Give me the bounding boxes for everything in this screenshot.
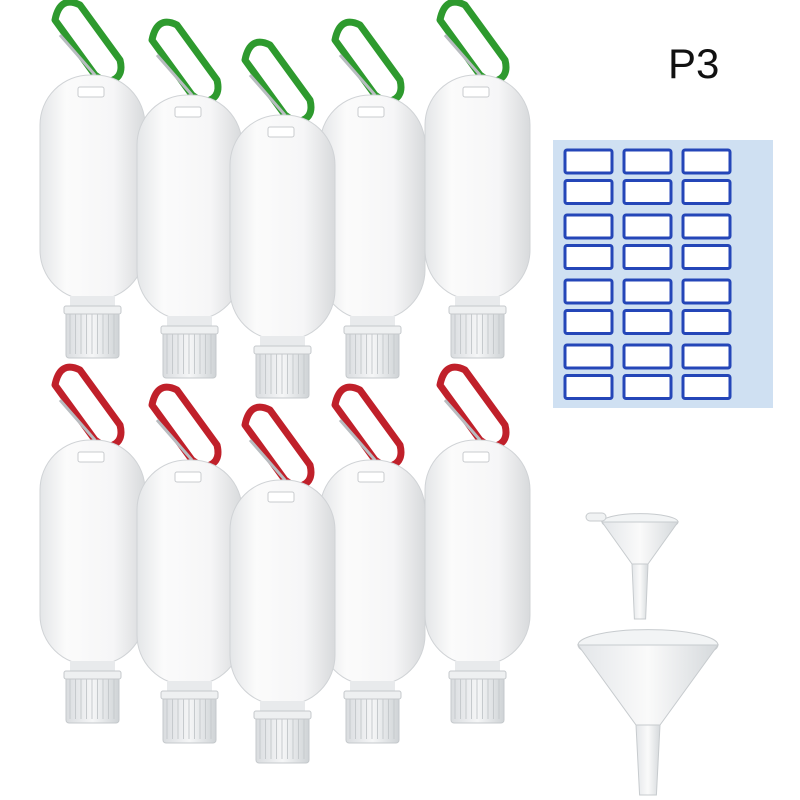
sticker-label [622, 278, 673, 305]
carabiner-gate [338, 419, 377, 461]
hang-hole [174, 106, 202, 118]
hang-hole [77, 451, 105, 463]
flip-cap [253, 345, 312, 399]
bottle [229, 403, 336, 764]
bottle-neck [167, 681, 212, 691]
bottle-body [136, 459, 243, 686]
pack-label: P3 [668, 40, 720, 87]
hang-hole [174, 471, 202, 483]
bottle [39, 363, 146, 724]
sticker-label [681, 213, 732, 240]
sticker-label [622, 148, 673, 175]
bottle-body [424, 74, 531, 301]
flip-cap [343, 690, 402, 744]
sticker-label [622, 213, 673, 240]
flip-cap [160, 325, 219, 379]
hang-hole [267, 126, 295, 138]
bottle [424, 363, 531, 724]
bottle [136, 383, 243, 744]
carabiner-gate [58, 399, 97, 441]
bottle-neck [260, 336, 305, 346]
bottle [319, 18, 426, 379]
flip-cap [63, 670, 122, 724]
sticker-label [681, 148, 732, 175]
small-funnel [585, 512, 679, 620]
flip-cap [253, 710, 312, 764]
carabiner-gate [248, 74, 287, 116]
bottle [229, 38, 336, 399]
hang-hole [462, 451, 490, 463]
carabiner-gate [58, 34, 97, 76]
sticker-label [681, 309, 732, 335]
bottle-body [229, 479, 336, 706]
sticker-label [622, 179, 673, 205]
funnel-tab [585, 512, 607, 522]
carabiner-gate [155, 419, 194, 461]
hang-hole [462, 86, 490, 98]
large-funnel [577, 629, 719, 796]
hang-hole [77, 86, 105, 98]
bottle-body [319, 459, 426, 686]
bottle [136, 18, 243, 379]
hang-hole [357, 106, 385, 118]
carabiner-gate [338, 54, 377, 96]
carabiner-gate [248, 439, 287, 481]
sticker-label [563, 278, 614, 305]
flip-cap [343, 325, 402, 379]
hang-hole [267, 491, 295, 503]
bottle-body [319, 94, 426, 321]
bottle-neck [70, 296, 115, 306]
bottle [319, 383, 426, 744]
sticker-label [681, 278, 732, 305]
bottle-body [229, 114, 336, 341]
sticker-label [563, 309, 614, 335]
flip-cap [448, 305, 507, 359]
bottle-neck [350, 316, 395, 326]
bottle-neck [455, 296, 500, 306]
bottle-body [424, 439, 531, 666]
bottle-neck [260, 701, 305, 711]
sticker-label [622, 309, 673, 335]
sticker-label [563, 244, 614, 270]
bottle [39, 0, 146, 359]
sticker-label [563, 179, 614, 205]
bottle-neck [167, 316, 212, 326]
sticker-label [622, 244, 673, 270]
flip-cap [448, 670, 507, 724]
bottle-body [136, 94, 243, 321]
flip-cap [63, 305, 122, 359]
sticker-label [622, 343, 673, 370]
sticker-label [681, 179, 732, 205]
bottle-neck [350, 681, 395, 691]
sticker-label [563, 213, 614, 240]
sticker-label [563, 148, 614, 175]
sticker-label [681, 244, 732, 270]
carabiner-gate [155, 54, 194, 96]
carabiner-gate [443, 34, 482, 76]
sticker-label [622, 374, 673, 400]
bottle-body [39, 74, 146, 301]
bottle-neck [70, 661, 115, 671]
carabiner-gate [443, 399, 482, 441]
sticker-label [681, 343, 732, 370]
hang-hole [357, 471, 385, 483]
bottle-body [39, 439, 146, 666]
flip-cap [160, 690, 219, 744]
sticker-label [681, 374, 732, 400]
sticker-label [563, 374, 614, 400]
bottle [424, 0, 531, 359]
sticker-label [563, 343, 614, 370]
bottle-neck [455, 661, 500, 671]
